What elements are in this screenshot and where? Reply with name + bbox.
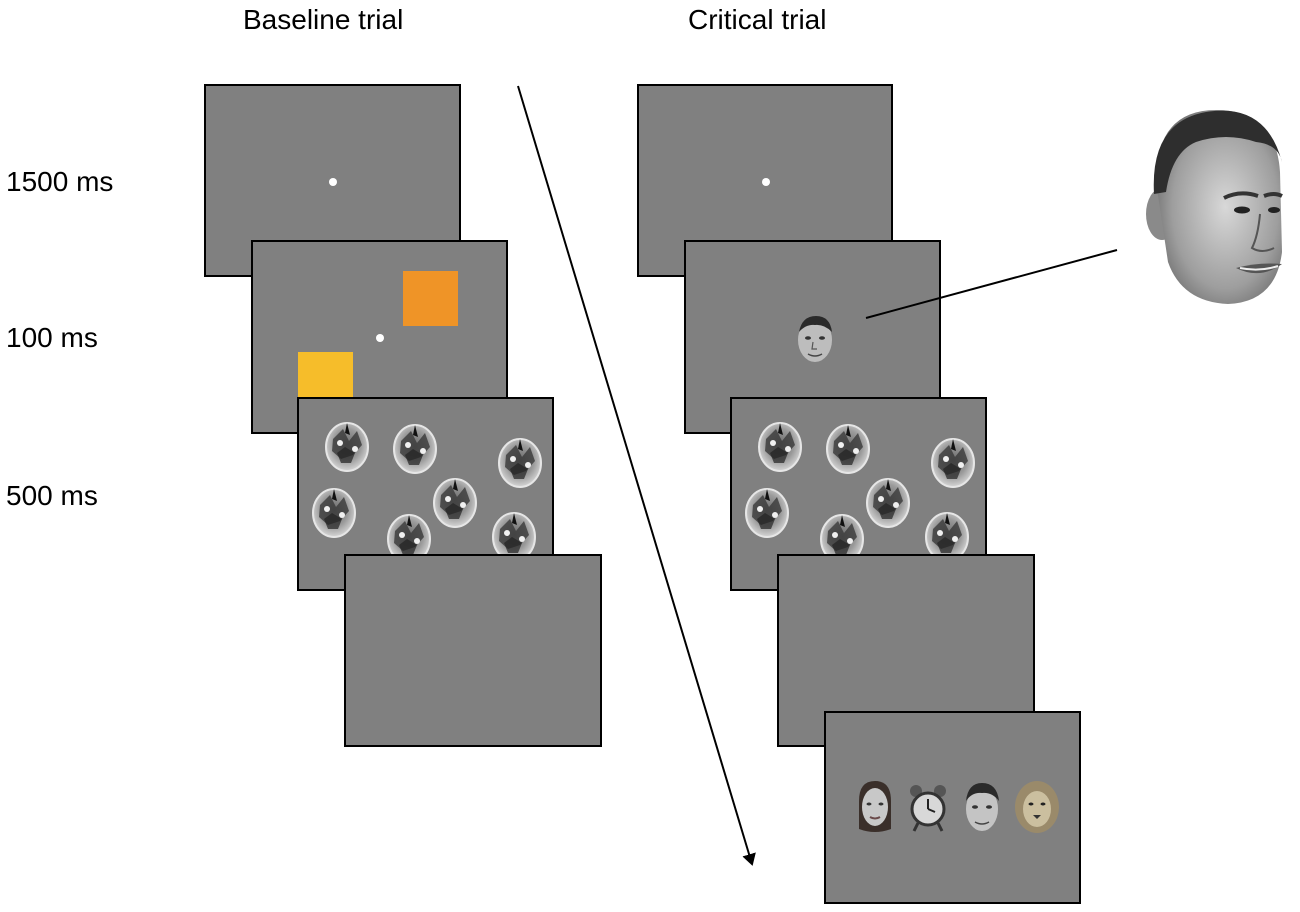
female-face-icon [859, 781, 891, 832]
fixation-dot [762, 178, 770, 186]
baseline-blank-screen [344, 554, 602, 747]
fixation-dot [329, 178, 337, 186]
lion-icon [1015, 781, 1059, 833]
alarm-clock-icon [910, 785, 946, 832]
timing-label-1500: 1500 ms [6, 166, 114, 197]
orange-square [403, 271, 458, 326]
timing-label-100: 100 ms [6, 322, 98, 353]
baseline-trial-heading: Baseline trial [243, 4, 404, 35]
critical-response-screen [824, 711, 1081, 904]
critical-trial-heading: Critical trial [688, 4, 827, 35]
yellow-square [298, 352, 353, 398]
male-face-icon [966, 783, 999, 831]
face-icon [798, 316, 832, 362]
enlarged-face-icon [1146, 110, 1283, 304]
pointer-line [865, 249, 1118, 319]
time-arrow [517, 85, 756, 866]
timing-label-500: 500 ms [6, 480, 98, 511]
fixation-dot [376, 334, 384, 342]
